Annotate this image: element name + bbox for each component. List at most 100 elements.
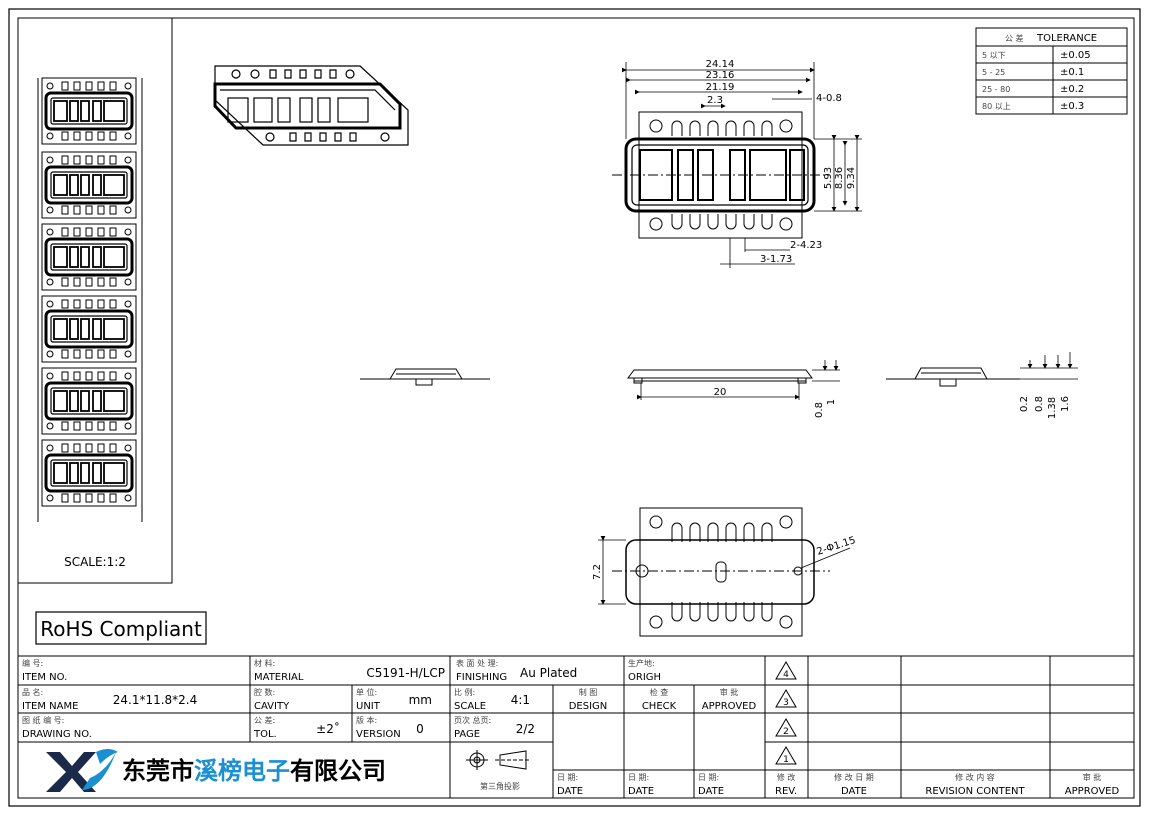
- rev-marker: 1: [783, 755, 789, 765]
- dim-pad-pitch: 20: [714, 387, 727, 398]
- dim-end-b: 0.8: [1034, 396, 1045, 412]
- dim-slot-pitch: 2.3: [707, 95, 723, 106]
- rev-label: REV.: [775, 786, 797, 797]
- design-date-label: DATE: [557, 786, 583, 797]
- tolerance-title: TOLERANCE: [1036, 33, 1097, 44]
- version-label-cn: 版 本:: [356, 715, 377, 725]
- origin-label-cn: 生产地:: [628, 658, 655, 668]
- company-logo: [46, 749, 118, 792]
- rev-date-label: DATE: [841, 786, 867, 797]
- tol-value: ±2˚: [316, 721, 340, 736]
- tolerance-value: ±0.3: [1060, 101, 1084, 112]
- dim-end-a: 0.2: [1019, 396, 1030, 412]
- tol-label: TOL.: [253, 729, 277, 740]
- projection-symbol: [466, 750, 530, 770]
- unit-label: UNIT: [356, 701, 381, 712]
- cavity-label-cn: 腔 数:: [254, 687, 275, 697]
- dim-pin-span: 7.2: [592, 564, 603, 580]
- dim-frame-height: 8.36: [834, 167, 845, 189]
- scale-note: SCALE:1:2: [64, 555, 126, 569]
- material-label-cn: 材 料:: [254, 658, 275, 668]
- item-name-label: ITEM NAME: [22, 701, 78, 712]
- tolerance-title-cn: 公 差: [1005, 33, 1024, 43]
- tolerance-range: 5 以下: [982, 51, 1006, 60]
- rev-marker: 4: [783, 670, 789, 680]
- design-label: DESIGN: [569, 701, 608, 712]
- design-label-cn: 制 图: [579, 687, 598, 697]
- company-name-part2: 溪榜电子: [194, 757, 290, 785]
- company-name-part3: 有限公司: [290, 757, 386, 785]
- cavity-label: CAVITY: [254, 701, 290, 712]
- reel-panel: [17, 17, 173, 584]
- finishing-label-cn: 表 面 处 理:: [456, 658, 498, 668]
- rev-approved-label: APPROVED: [1065, 786, 1120, 797]
- dim-height: 1: [826, 399, 837, 405]
- top-view: 24.14 23.16 21.19 2.3 4-0.8 5.93 8.36 9.…: [612, 59, 862, 268]
- check-date-label: DATE: [628, 786, 654, 797]
- dim-hole-diameter: 2-Φ1.15: [816, 535, 858, 558]
- dim-inner-width: 21.19: [706, 82, 735, 93]
- item-no-label-cn: 编 号:: [22, 658, 43, 668]
- approved-date-label: DATE: [698, 786, 724, 797]
- item-no-label: ITEM NO.: [22, 672, 67, 683]
- dim-pin-gap: 3-1.73: [760, 254, 792, 265]
- tolerance-value: ±0.2: [1060, 84, 1084, 95]
- tolerance-range: 5 - 25: [982, 68, 1005, 77]
- rev-content-label-cn: 修 改 内 容: [955, 772, 995, 782]
- tolerance-range: 80 以上: [982, 102, 1011, 111]
- company-name-part1: 东莞市: [122, 757, 194, 785]
- dim-thickness: 0.8: [814, 402, 825, 418]
- side-view: 20 0.8 1: [627, 360, 840, 418]
- tol-label-cn: 公 差:: [254, 715, 275, 725]
- approved-label: APPROVED: [702, 701, 757, 712]
- isometric-view: [213, 65, 409, 146]
- origin-label: ORIGH: [628, 672, 661, 683]
- unit-label-cn: 单 位:: [356, 687, 377, 697]
- version-label: VERSION: [356, 729, 401, 740]
- reel-view: [37, 76, 143, 522]
- tolerance-value: ±0.1: [1060, 67, 1084, 78]
- scale-label: SCALE: [454, 701, 486, 712]
- version-value: 0: [416, 722, 424, 736]
- material-value: C5191-H/LCP: [366, 666, 445, 680]
- page-value: 2/2: [516, 722, 535, 736]
- drawing-no-label-cn: 图 纸 编 号:: [22, 715, 64, 725]
- dim-body-width: 23.16: [706, 70, 735, 81]
- scale-value: 4:1: [511, 693, 530, 707]
- scale-label-cn: 比 例:: [454, 687, 475, 697]
- rev-marker: 2: [783, 727, 789, 737]
- dim-pad-width: 2-4.23: [790, 240, 822, 251]
- end-view: 0.2 0.8 1.38 1.6: [886, 352, 1078, 419]
- item-name-label-cn: 品 名:: [22, 687, 43, 697]
- company-name: 东莞市溪榜电子有限公司: [122, 757, 386, 785]
- approved-label-cn: 审 批: [720, 687, 739, 697]
- approved-date-label-cn: 日 期:: [698, 773, 719, 782]
- tolerance-value: ±0.05: [1060, 50, 1091, 61]
- unit-value: mm: [409, 693, 432, 707]
- dim-inner-height: 5.93: [823, 167, 834, 189]
- title-block: [17, 655, 1135, 799]
- revision-markers: [775, 661, 797, 765]
- material-label: MATERIAL: [254, 672, 304, 683]
- design-date-label-cn: 日 期:: [557, 773, 578, 782]
- bottom-view: 7.2 2-Φ1.15: [592, 507, 858, 637]
- rev-approved-label-cn: 审 批: [1083, 772, 1102, 782]
- check-label: CHECK: [642, 701, 677, 712]
- check-label-cn: 检 查: [650, 687, 669, 697]
- dim-outer-height: 9.34: [846, 167, 857, 189]
- section-view-left: [360, 368, 490, 386]
- finishing-value: Au Plated: [520, 666, 577, 680]
- drawing-no-label: DRAWING NO.: [22, 729, 92, 740]
- dim-slot-width: 4-0.8: [816, 93, 842, 104]
- check-date-label-cn: 日 期:: [628, 773, 649, 782]
- tolerance-table: 公 差 TOLERANCE 5 以下 ±0.05 5 - 25 ±0.1 25 …: [975, 27, 1128, 115]
- rev-date-label-cn: 修 改 日 期: [834, 772, 874, 782]
- rohs-label: RoHS Compliant: [40, 617, 202, 641]
- page-label: PAGE: [454, 729, 480, 740]
- rev-marker: 3: [783, 698, 789, 708]
- rev-content-label: REVISION CONTENT: [925, 786, 1025, 797]
- page-label-cn: 页次 总页:: [454, 715, 491, 725]
- dim-end-c: 1.38: [1047, 397, 1058, 419]
- tolerance-range: 25 - 80: [982, 85, 1010, 94]
